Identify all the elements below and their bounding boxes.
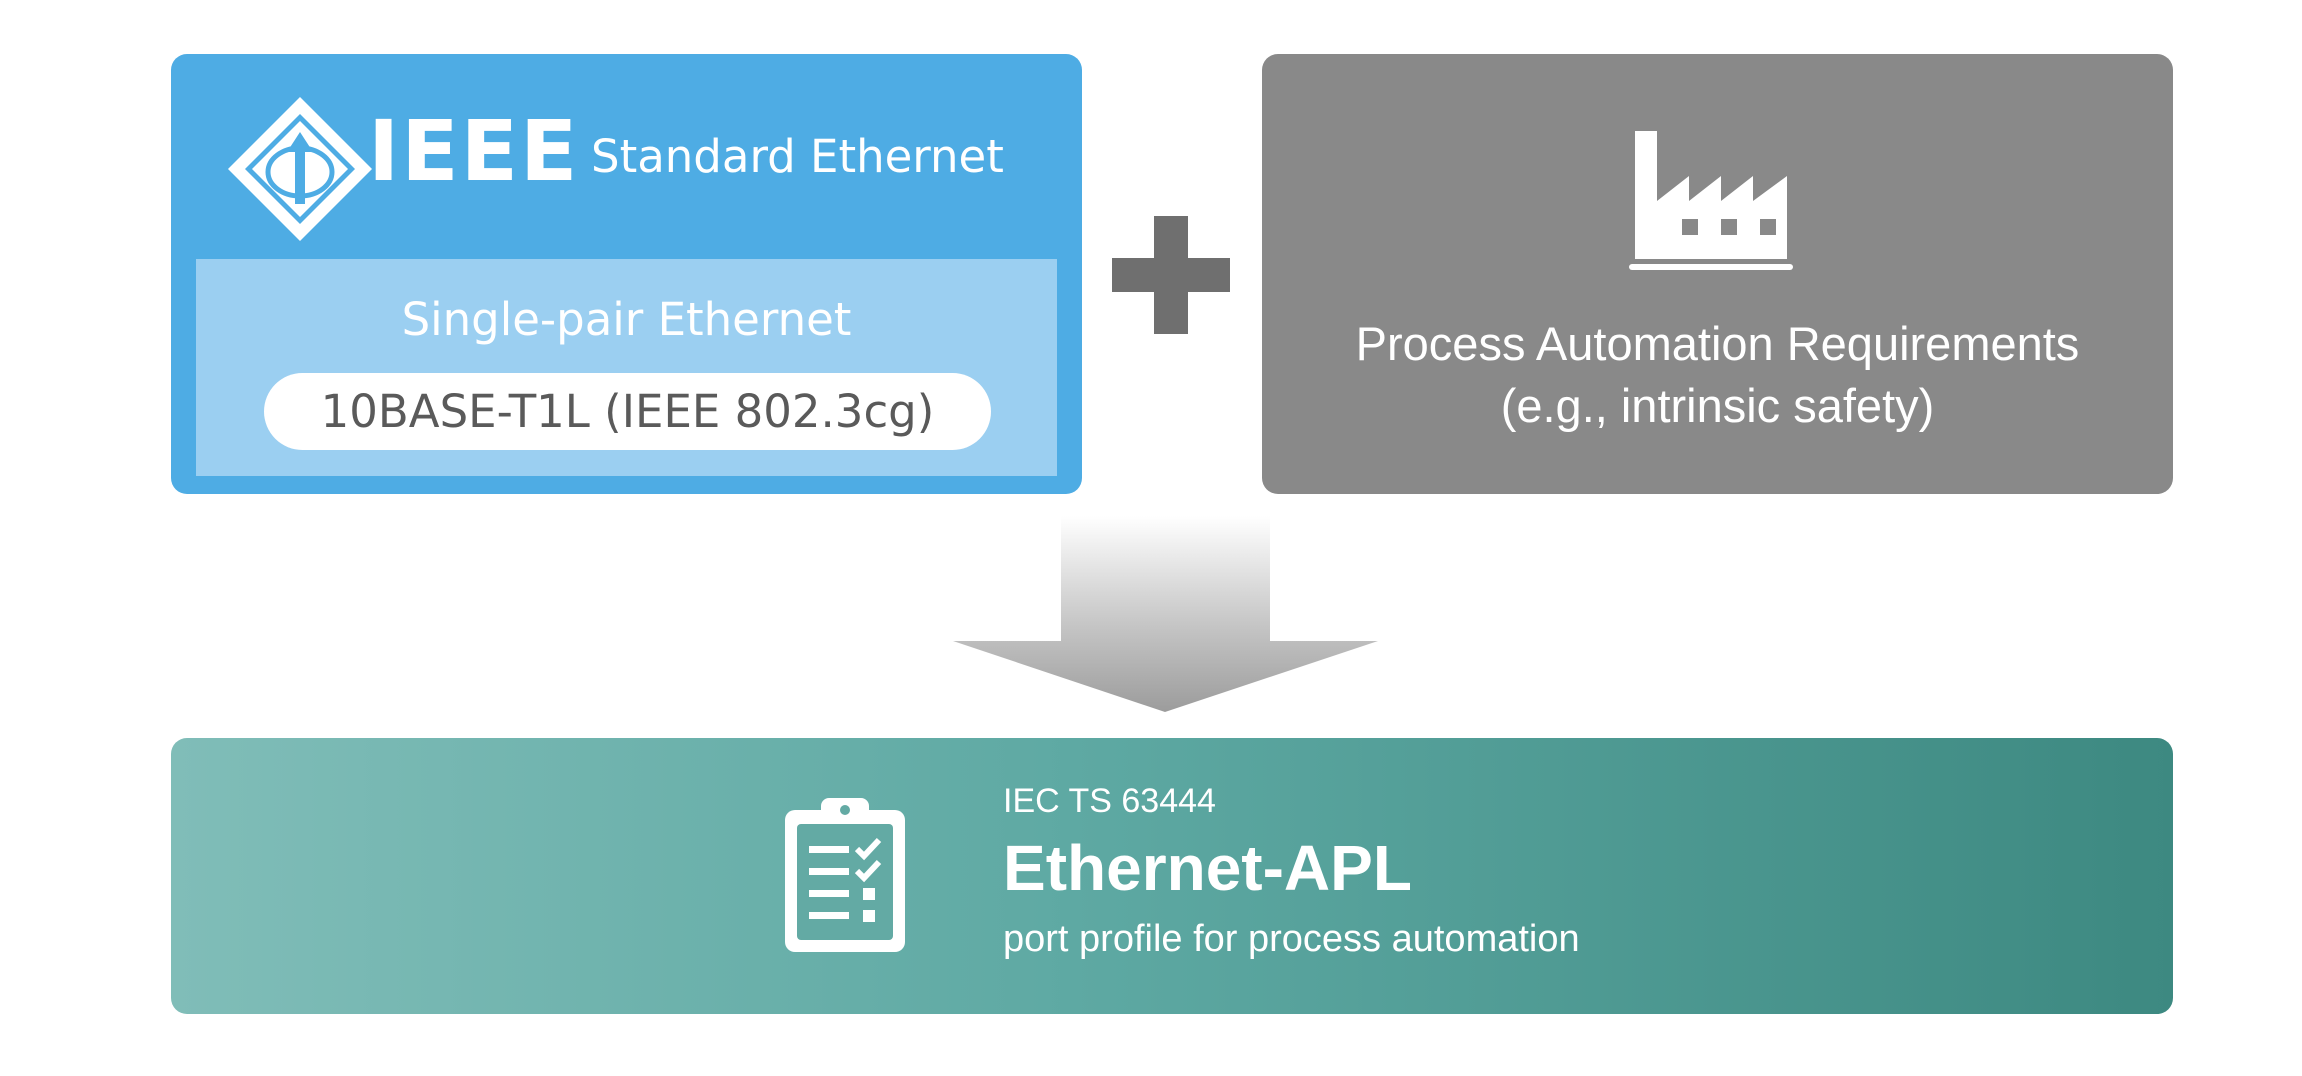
10base-t1l-pill: 10BASE-T1L (IEEE 802.3cg) xyxy=(264,373,991,450)
ethernet-apl-subtitle: port profile for process automation xyxy=(1003,918,1580,960)
ieee-wordmark: IEEE xyxy=(368,102,580,200)
single-pair-ethernet-panel: Single-pair Ethernet 10BASE-T1L (IEEE 80… xyxy=(196,259,1057,476)
down-arrow-icon xyxy=(953,516,1378,712)
iec-standard-label: IEC TS 63444 xyxy=(1003,782,1216,820)
process-automation-title: Process Automation Requirements xyxy=(1355,317,2080,370)
plus-icon xyxy=(1112,216,1230,334)
ieee-header: IEEE Standard Ethernet xyxy=(171,54,1082,259)
10base-t1l-label: 10BASE-T1L (IEEE 802.3cg) xyxy=(320,385,935,438)
ieee-logo-icon xyxy=(225,94,375,244)
ieee-standard-ethernet-box: IEEE Standard Ethernet Single-pair Ether… xyxy=(171,54,1082,494)
single-pair-ethernet-title: Single-pair Ethernet xyxy=(401,293,852,346)
process-automation-box: Process Automation Requirements (e.g., i… xyxy=(1262,54,2173,494)
factory-icon xyxy=(1627,131,1797,271)
process-automation-example: (e.g., intrinsic safety) xyxy=(1500,379,1935,432)
ethernet-apl-banner: IEC TS 63444 Ethernet-APL port profile f… xyxy=(171,738,2173,1014)
clipboard-checklist-icon xyxy=(781,796,909,956)
ethernet-apl-title: Ethernet-APL xyxy=(1003,832,1412,904)
standard-ethernet-label: Standard Ethernet xyxy=(591,130,1004,183)
